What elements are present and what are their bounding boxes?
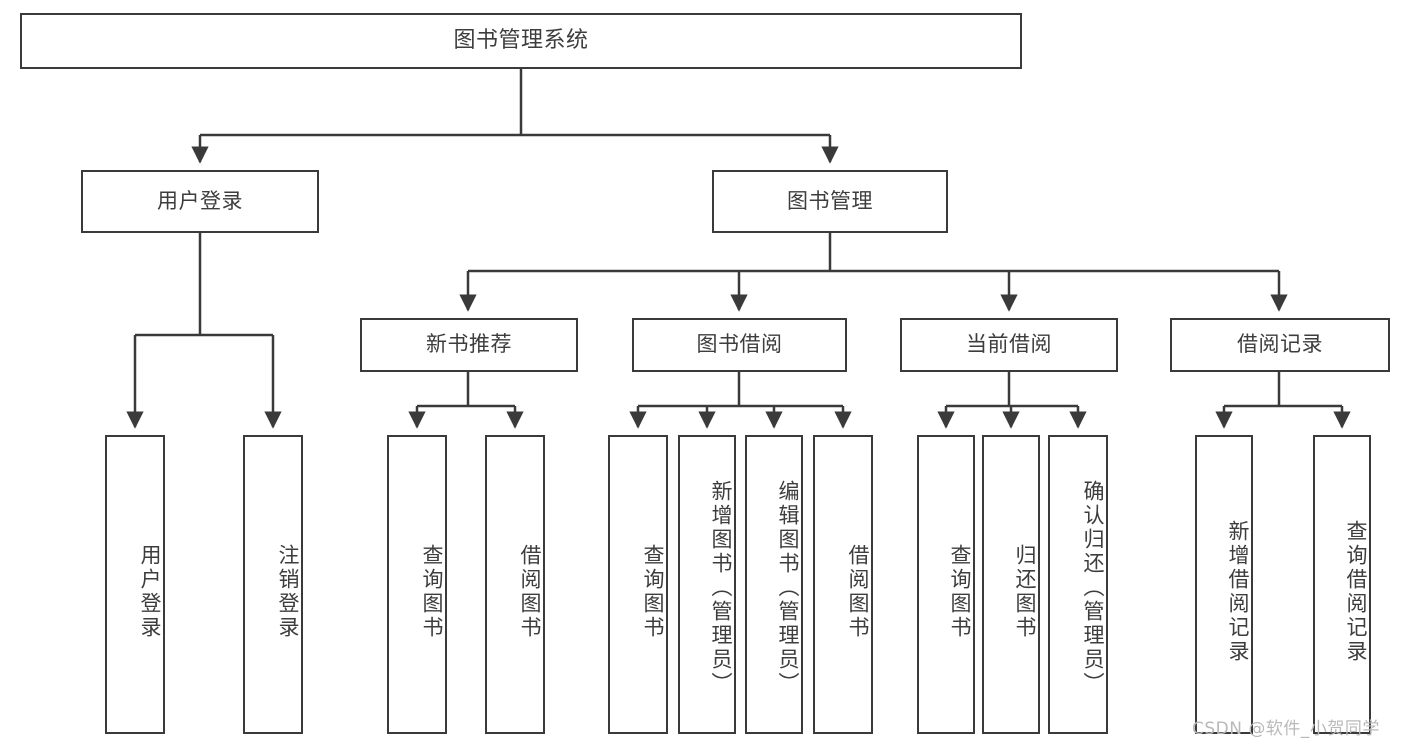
node-user-login[interactable]: 用户登录 <box>81 170 319 233</box>
node-leaf-return-book[interactable]: 归还图书 <box>982 435 1040 734</box>
node-label: 用户登录 <box>138 543 162 640</box>
node-book-borrow[interactable]: 图书借阅 <box>632 318 847 372</box>
node-label: 借阅图书 <box>846 543 870 640</box>
node-label: 图书管理 <box>787 188 873 213</box>
csdn-watermark: CSDN @软件_小贺同学 <box>1192 719 1380 739</box>
node-leaf-query-borrow-record[interactable]: 查询借阅记录 <box>1313 435 1371 734</box>
node-label: 用户登录 <box>157 188 243 213</box>
node-leaf-borrow-book-new[interactable]: 借阅图书 <box>485 435 545 734</box>
node-leaf-logout[interactable]: 注销登录 <box>243 435 303 734</box>
node-book-management[interactable]: 图书管理 <box>712 170 948 233</box>
node-new-book-recommend[interactable]: 新书推荐 <box>360 318 578 372</box>
node-label: 图书借阅 <box>696 332 783 357</box>
node-label: 图书管理系统 <box>453 27 589 53</box>
node-label: 注销登录 <box>276 543 300 640</box>
node-leaf-borrow-book[interactable]: 借阅图书 <box>813 435 873 734</box>
node-label: 新增图书（管理员） <box>709 479 733 696</box>
node-label: 确认归还（管理员） <box>1081 479 1105 696</box>
node-label: 新书推荐 <box>426 332 512 357</box>
node-leaf-query-book-new[interactable]: 查询图书 <box>387 435 447 734</box>
node-label: 查询图书 <box>948 543 972 640</box>
node-label: 借阅记录 <box>1237 332 1323 357</box>
node-leaf-query-book[interactable]: 查询图书 <box>608 435 668 734</box>
node-label: 归还图书 <box>1013 543 1037 640</box>
node-label: 当前借阅 <box>966 332 1052 357</box>
node-label: 查询借阅记录 <box>1344 519 1368 664</box>
node-root-system[interactable]: 图书管理系统 <box>20 13 1022 69</box>
node-label: 编辑图书（管理员） <box>776 479 800 696</box>
node-leaf-edit-book-admin[interactable]: 编辑图书（管理员） <box>745 435 803 734</box>
node-label: 查询图书 <box>420 543 444 640</box>
node-current-borrow[interactable]: 当前借阅 <box>900 318 1118 372</box>
node-label: 借阅图书 <box>518 543 542 640</box>
node-label: 查询图书 <box>641 543 665 640</box>
node-leaf-confirm-return-admin[interactable]: 确认归还（管理员） <box>1048 435 1108 734</box>
node-label: 新增借阅记录 <box>1226 519 1250 664</box>
node-leaf-add-borrow-record[interactable]: 新增借阅记录 <box>1195 435 1253 734</box>
node-leaf-query-book-current[interactable]: 查询图书 <box>917 435 975 734</box>
node-leaf-add-book-admin[interactable]: 新增图书（管理员） <box>678 435 736 734</box>
node-borrow-record[interactable]: 借阅记录 <box>1170 318 1390 372</box>
node-leaf-user-login[interactable]: 用户登录 <box>105 435 165 734</box>
